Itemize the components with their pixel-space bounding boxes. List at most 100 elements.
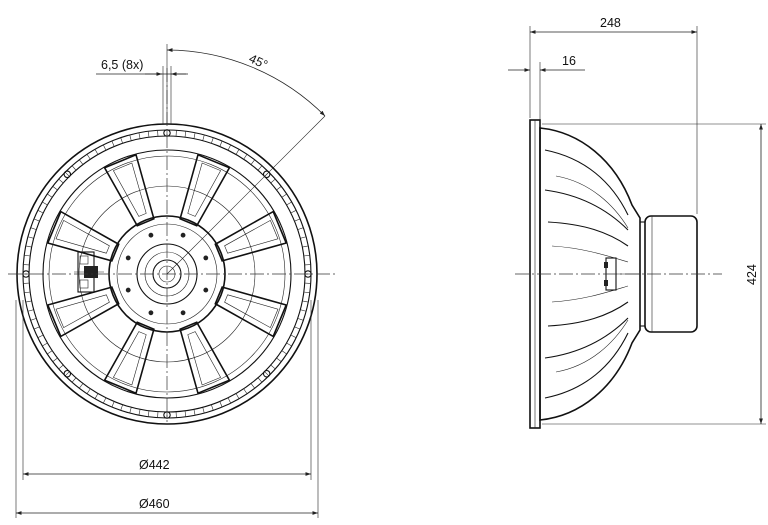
rim-tooth [37, 210, 44, 214]
basket-spokes [46, 153, 288, 395]
rim-tooth [211, 404, 214, 411]
rim-tooth [227, 397, 231, 404]
rim-tooth [94, 393, 99, 399]
rim-tooth [25, 300, 32, 303]
rim-tooth [47, 350, 53, 355]
spoke-rib [187, 162, 222, 217]
rim-tooth [24, 291, 31, 294]
rim-tooth [281, 350, 287, 355]
rim-tooth [290, 334, 297, 338]
rim-tooth [42, 342, 48, 347]
basket-spoke [214, 286, 288, 338]
rim-tooth [25, 245, 32, 248]
rim-tooth [138, 132, 141, 139]
rim-tooth [58, 178, 64, 184]
rim-tooth [64, 371, 70, 377]
magnet-bolt [125, 255, 131, 261]
front-view: 6,5 (8x) 45° Ø442 Ø460 [8, 44, 338, 518]
flange-dimension-label: 16 [562, 54, 576, 68]
rim-tooth [71, 165, 77, 171]
rim-tooth [202, 407, 205, 414]
rim-tooth [300, 309, 307, 312]
rim-tooth [286, 201, 292, 206]
rim-tooth [94, 149, 99, 155]
rim-tooth [27, 236, 34, 239]
spoke-rib [187, 331, 222, 386]
rim-tooth [276, 186, 282, 191]
rim-tooth [129, 134, 132, 141]
rim-tooth [120, 404, 123, 411]
angle-reference-line [166, 115, 326, 275]
mounting-hole [63, 369, 72, 378]
angle-arc [166, 48, 326, 117]
angle-dimension-label: 45° [247, 51, 270, 72]
spoke-rib [112, 162, 147, 217]
magnet-bolt [125, 287, 131, 293]
rim-tooth [219, 401, 223, 408]
rim-tooth [24, 254, 31, 257]
rim-tooth [147, 410, 150, 417]
rim-tooth [281, 193, 287, 198]
rim-tooth [52, 357, 58, 362]
rim-tooth [103, 144, 107, 151]
basket-spoke [46, 286, 120, 338]
rim-tooth [71, 377, 77, 383]
basket-ribs [544, 149, 629, 399]
rim-tooth [294, 218, 301, 222]
rim-tooth [64, 171, 70, 177]
magnet-bolts [125, 232, 209, 316]
rim-tooth [235, 149, 240, 155]
rim-tooth [302, 300, 309, 303]
rim-tooth [27, 309, 34, 312]
rim-tooth [193, 132, 196, 139]
rim-tooth [202, 134, 205, 141]
outer-diameter-label: Ø460 [139, 497, 170, 511]
mounting-hole [262, 369, 271, 378]
rim-tooth [120, 137, 123, 144]
spoke-rib [224, 219, 279, 254]
rim-tooth [211, 137, 214, 144]
rim-tooth [250, 383, 255, 389]
rim-tooth [33, 218, 40, 222]
spoke-rib [55, 294, 110, 329]
rim-tooth [257, 377, 263, 383]
rim-tooth [300, 236, 307, 239]
rim-tooth [290, 210, 297, 214]
rim-tooth [37, 334, 44, 338]
mounting-hole [63, 170, 72, 179]
rim-tooth [79, 383, 84, 389]
spoke-rib [55, 219, 110, 254]
basket-spoke [103, 153, 155, 227]
rim-tooth [138, 409, 141, 416]
side-view: 248 16 424 [508, 16, 766, 429]
basket-profile [539, 127, 641, 421]
depth-dimension-label: 248 [600, 16, 621, 30]
rim-tooth [276, 357, 282, 362]
rim-tooth [303, 254, 310, 257]
basket-spoke [214, 210, 288, 262]
rim-tooth [270, 364, 276, 370]
rim-tooth [58, 364, 64, 370]
rim-tooth [33, 326, 40, 330]
rim-tooth [193, 409, 196, 416]
rim-tooth [42, 201, 48, 206]
mounting-hole [22, 270, 30, 278]
rim-tooth [227, 144, 231, 151]
rim-tooth [297, 318, 304, 321]
magnet-bolt [203, 255, 209, 261]
mounting-hole [262, 170, 271, 179]
spoke-rib [224, 294, 279, 329]
basket-spoke [179, 153, 231, 227]
rim-knurl [23, 130, 311, 418]
basket-spoke [46, 210, 120, 262]
magnet-bolt [180, 232, 186, 238]
rim-tooth [264, 371, 270, 377]
rim-tooth [294, 326, 301, 330]
rim-tooth [302, 245, 309, 248]
rim-tooth [79, 159, 84, 165]
rim-tooth [286, 342, 292, 347]
rim-tooth [111, 401, 115, 408]
terminal-block [74, 251, 104, 293]
rim-tooth [30, 318, 37, 321]
